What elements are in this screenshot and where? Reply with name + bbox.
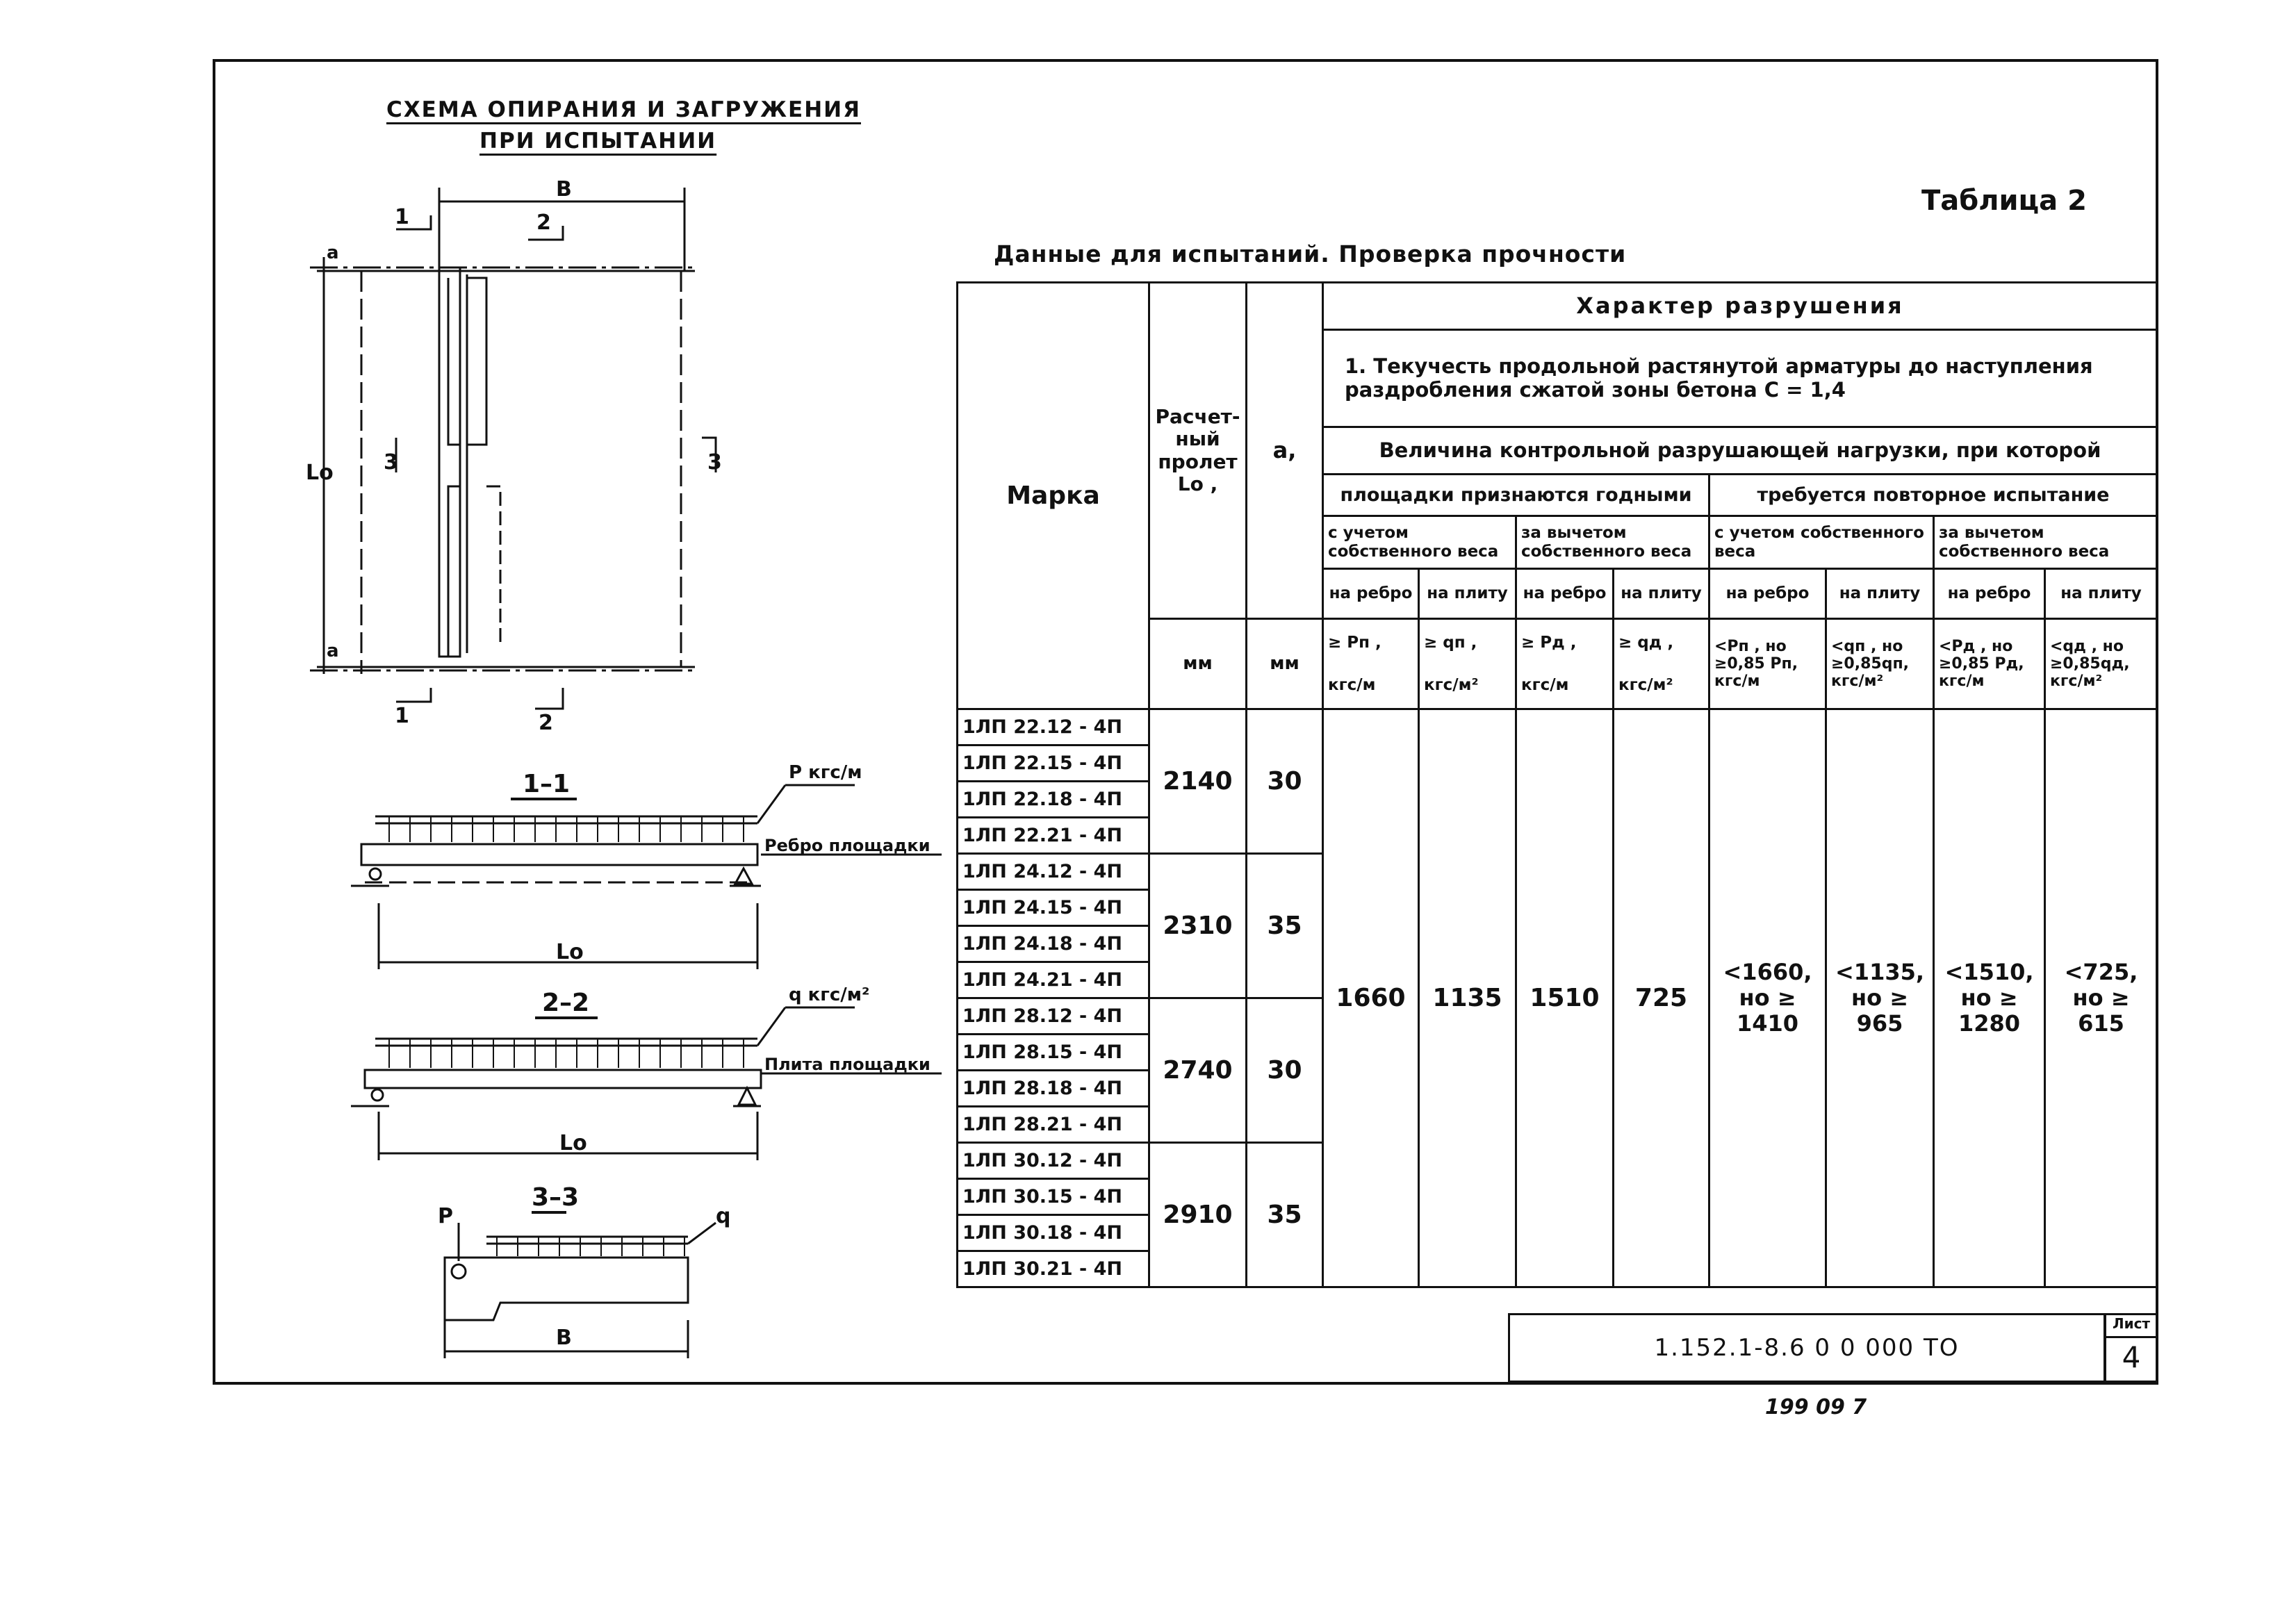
span-cell: 2310 [1148, 852, 1247, 999]
marka-cell: 1ЛП 28.18 - 4П [956, 1069, 1150, 1107]
header-accepted: площадки признаются годными [1322, 473, 1710, 517]
table-number: Таблица 2 [1921, 185, 2087, 217]
sheet-box: Лист 4 [2104, 1313, 2158, 1383]
header-marka: Марка [956, 281, 1150, 710]
rib-label: Ребро площадки [764, 836, 930, 855]
section-3-p-label: Р [438, 1204, 453, 1228]
section-3-b-label: В [556, 1326, 572, 1350]
header-a: а, [1245, 281, 1324, 620]
marka-cell: 1ЛП 28.21 - 4П [956, 1105, 1150, 1144]
span-cell: 2140 [1148, 708, 1247, 855]
marka-cell: 1ЛП 22.18 - 4П [956, 780, 1150, 818]
span-cell: 2910 [1148, 1142, 1247, 1288]
value-cell: <725, но ≥ 615 [2044, 708, 2158, 1288]
cond-cell: <qд , но ≥0,85qд,кгс/м² [2044, 618, 2158, 710]
cond-cell: <Рп , но ≥0,85 Рп,кгс/м [1708, 618, 1827, 710]
support-scheme-drawing: В а а Lо 1 2 1 2 3 3 1–1 Р кгс/м Ребро п… [306, 177, 942, 1358]
header-group-2: за вычетом собственного веса [1515, 515, 1710, 570]
a-cell: 35 [1245, 852, 1324, 999]
a-cell: 30 [1245, 708, 1324, 855]
cond-cell: ≥ qд ,кгс/м² [1612, 618, 1710, 710]
value-cell: <1660, но ≥ 1410 [1708, 708, 1827, 1288]
marka-cell: 1ЛП 22.21 - 4П [956, 816, 1150, 855]
value-cell: 1135 [1418, 708, 1517, 1288]
cond-cell: <Рд , но ≥0,85 Рд,кгс/м [1933, 618, 2046, 710]
sub-header: на ребро [1933, 568, 2046, 620]
header-character: Характер разрушения [1322, 281, 2158, 331]
cond-cell: ≥ Рп ,кгс/м [1322, 618, 1420, 710]
header-span: Расчет-ный пролет Lо , [1148, 281, 1247, 620]
dim-lo-label: Lо [306, 461, 334, 485]
sub-header: на плиту [1825, 568, 1935, 620]
section-2-2-title: 2–2 [542, 989, 589, 1017]
marka-cell: 1ЛП 22.15 - 4П [956, 744, 1150, 782]
lo-label-2: Lо [559, 1131, 587, 1155]
cut-1-top: 1 [395, 205, 409, 229]
table-title: Данные для испытаний. Проверка прочности [994, 240, 1627, 267]
header-group-4: за вычетом собственного веса [1933, 515, 2158, 570]
value-cell: <1510, но ≥ 1280 [1933, 708, 2046, 1288]
marka-cell: 1ЛП 22.12 - 4П [956, 708, 1150, 746]
cond-cell: ≥ Рд ,кгс/м [1515, 618, 1614, 710]
dim-a-bottom-label: а [327, 641, 339, 661]
header-group-3: с учетом собственного веса [1708, 515, 1935, 570]
sheet-number: 4 [2122, 1340, 2141, 1374]
header-control-load: Величина контрольной разрушающей нагрузк… [1322, 426, 2158, 475]
bottom-note: 199 09 7 [1765, 1395, 1867, 1419]
marka-cell: 1ЛП 24.21 - 4П [956, 961, 1150, 999]
document-code-stamp: 1.152.1-8.6 0 0 000 ТО [1508, 1313, 2106, 1383]
sub-header: на ребро [1322, 568, 1420, 620]
marka-cell: 1ЛП 30.21 - 4П [956, 1250, 1150, 1288]
header-group-1: с учетом собственного веса [1322, 515, 1517, 570]
a-unit: мм [1245, 618, 1324, 710]
lo-label-1: Lо [556, 940, 584, 964]
value-cell: 1510 [1515, 708, 1614, 1288]
cut-3-left: 3 [384, 450, 398, 475]
section-1-1-title: 1–1 [523, 770, 570, 798]
test-data-table: Марка Расчет-ный пролет Lо , а, Характер… [956, 281, 2158, 1288]
dim-a-top-label: а [327, 242, 339, 263]
a-cell: 30 [1245, 997, 1324, 1144]
value-cell: <1135, но ≥ 965 [1825, 708, 1935, 1288]
marka-cell: 1ЛП 24.18 - 4П [956, 925, 1150, 963]
cut-3-right: 3 [707, 450, 722, 475]
cut-2-top: 2 [536, 211, 551, 235]
header-retest: требуется повторное испытание [1708, 473, 2158, 517]
sub-header: на плиту [2044, 568, 2158, 620]
plate-label: Плита площадки [764, 1055, 930, 1074]
header-failure-type: 1. Текучесть продольной растянутой армат… [1322, 329, 2158, 428]
scheme-title-line1: Схема опирания и загружения [386, 97, 861, 122]
load-q-label: q кгс/м² [789, 984, 869, 1005]
dim-b-label: В [556, 177, 572, 201]
a-cell: 35 [1245, 1142, 1324, 1288]
section-3-3-title: 3–3 [532, 1183, 579, 1212]
sub-header: на ребро [1515, 568, 1614, 620]
cut-1-bottom: 1 [395, 704, 409, 728]
marka-cell: 1ЛП 24.15 - 4П [956, 889, 1150, 927]
marka-cell: 1ЛП 30.18 - 4П [956, 1214, 1150, 1252]
marka-cell: 1ЛП 24.12 - 4П [956, 852, 1150, 891]
cond-cell: <qп , но ≥0,85qп,кгс/м² [1825, 618, 1935, 710]
value-cell: 725 [1612, 708, 1710, 1288]
cond-cell: ≥ qп ,кгс/м² [1418, 618, 1517, 710]
marka-cell: 1ЛП 30.15 - 4П [956, 1178, 1150, 1216]
cut-2-bottom: 2 [539, 711, 553, 735]
value-cell: 1660 [1322, 708, 1420, 1288]
span-unit: мм [1148, 618, 1247, 710]
sub-header: на плиту [1418, 568, 1517, 620]
marka-cell: 1ЛП 28.15 - 4П [956, 1033, 1150, 1071]
section-3-q-label: q [716, 1204, 730, 1228]
marka-cell: 1ЛП 30.12 - 4П [956, 1142, 1150, 1180]
sub-header: на плиту [1612, 568, 1710, 620]
scheme-title-line2: при испытании [479, 129, 717, 154]
sub-header: на ребро [1708, 568, 1827, 620]
load-p-label: Р кгс/м [789, 762, 862, 783]
span-cell: 2740 [1148, 997, 1247, 1144]
marka-cell: 1ЛП 28.12 - 4П [956, 997, 1150, 1035]
sheet-label: Лист [2106, 1315, 2156, 1338]
